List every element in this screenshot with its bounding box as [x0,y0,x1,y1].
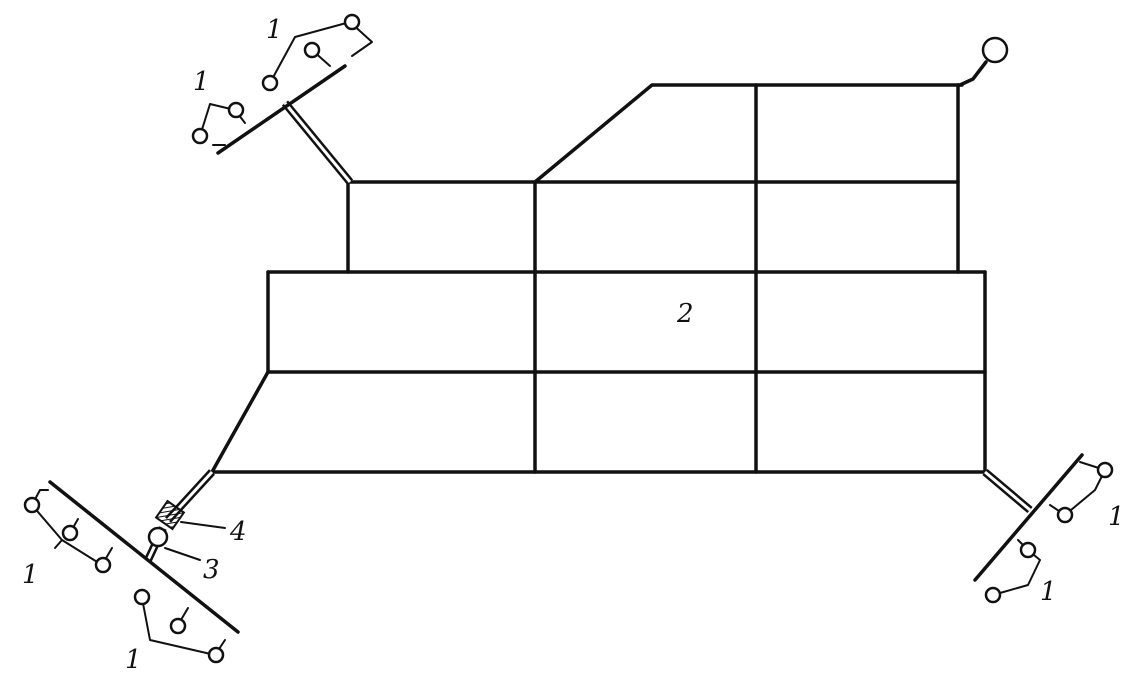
label-1-bottom-left-lower: 1 [125,645,142,675]
cluster-bottom-right [973,453,1114,604]
label-1-top-lower: 1 [193,67,210,97]
label-1-bottom-right-lower: 1 [1040,577,1057,607]
terminal-node-top-right [958,36,1009,87]
label-1-bottom-right-upper: 1 [1108,502,1125,532]
cluster-bottom-left [23,469,240,664]
label-2-center: 2 [676,299,694,329]
label-3: 3 [203,555,220,585]
central-block [210,83,987,474]
label-4: 4 [229,517,247,547]
label-1-top-upper: 1 [266,15,283,45]
label-1-bottom-left-upper: 1 [22,560,39,590]
cluster-top-left [191,13,373,185]
hatched-device-icon [154,499,186,531]
